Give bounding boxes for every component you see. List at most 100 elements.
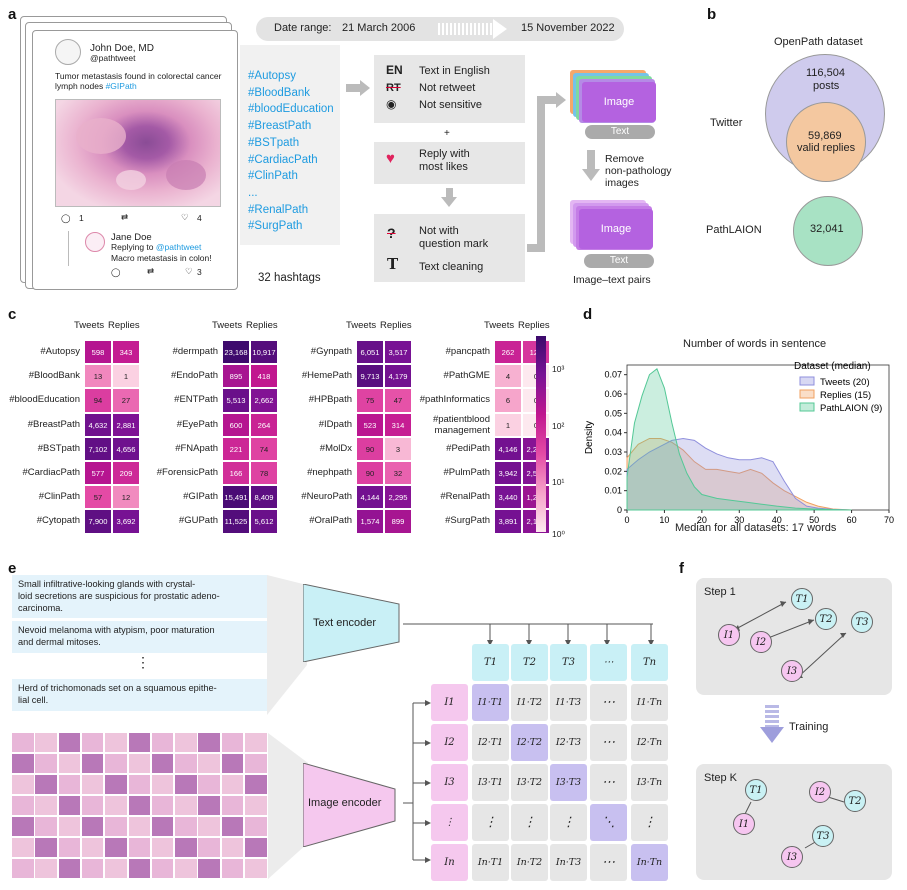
hashtag[interactable]: #BreastPath — [248, 120, 312, 133]
similarity-cell: I1·Tn — [631, 684, 668, 721]
chart-xlabel: Median for all datasets: 17 words — [675, 522, 837, 534]
similarity-cell: I2·T2 — [511, 724, 548, 761]
heatmap-col-replies: Replies — [108, 320, 140, 331]
histology-tile — [12, 754, 34, 773]
heatmap-cell: 264 — [250, 412, 278, 437]
histology-tile — [105, 733, 127, 752]
similarity-cell: I1·T3 — [550, 684, 587, 721]
similarity-cell: In·Tn — [631, 844, 668, 881]
similarity-cell: ⋯ — [590, 684, 627, 721]
histology-tile — [81, 754, 104, 773]
histology-tile — [221, 775, 244, 794]
histology-tile — [35, 817, 57, 836]
heatmap-cell: 577 — [84, 461, 112, 486]
histology-tile — [245, 838, 267, 857]
heatmap-col-replies: Replies — [518, 320, 550, 331]
like-icon[interactable]: ♡ — [181, 212, 189, 222]
arrow-down-head-icon — [441, 197, 457, 207]
similarity-cell: I3·T2 — [511, 764, 548, 801]
similarity-cell: ⋮ — [511, 804, 548, 841]
retweet-icon[interactable]: ⇄ — [121, 212, 129, 222]
histology-tile — [12, 817, 34, 836]
histology-tile — [58, 859, 81, 878]
similarity-cell: In·T2 — [511, 844, 548, 881]
heatmap-cell: 57 — [84, 485, 112, 510]
colorbar-tick: 10⁰ — [552, 529, 565, 539]
heatmap-row-label: #BloodBank — [28, 370, 80, 382]
text-funnel — [267, 575, 307, 715]
heatmap-row-label: #ForensicPath — [156, 467, 218, 478]
avatar — [55, 39, 81, 65]
image-tile: Image — [582, 82, 656, 122]
heatmap-cell: 1 — [112, 364, 140, 389]
heatmap-row-label: #nephpath — [307, 467, 352, 478]
similarity-cell: I1·T1 — [472, 684, 509, 721]
histology-tile — [12, 838, 34, 857]
pathlaion-number: 32,041 — [810, 223, 844, 235]
tweet-user: John Doe, MD — [90, 43, 154, 54]
image-stack-filtered: Image Text — [570, 200, 660, 270]
heatmap-col-tweets: Tweets — [484, 320, 515, 331]
cleaning-box: ? Not with question mark T Text cleaning — [374, 214, 525, 282]
histology-tile — [128, 733, 150, 752]
heatmap-cell: 4,632 — [84, 412, 112, 437]
hashtag[interactable]: #bloodEducation — [248, 103, 334, 116]
hashtag[interactable]: #RenalPath — [248, 203, 309, 216]
histology-image — [55, 99, 221, 207]
histology-tile — [35, 838, 57, 857]
image-funnel — [268, 733, 308, 879]
pathlaion-circle — [793, 196, 863, 266]
heatmap-cell: 11,525 — [222, 509, 250, 534]
histology-tile — [198, 754, 220, 773]
x-tick-label: 20 — [697, 515, 707, 525]
node-i1: I1 — [733, 813, 755, 835]
legend-label: Tweets (20) — [820, 377, 870, 388]
histology-tile — [58, 754, 81, 773]
heatmap-row-label: #Autopsy — [40, 346, 80, 357]
reply-retweet-icon[interactable]: ⇄ — [147, 266, 155, 276]
filter-retweet: Not retweet — [419, 82, 476, 94]
reply-icon[interactable]: ◯ — [61, 213, 71, 223]
legend-swatch — [799, 376, 815, 386]
histology-tile — [35, 859, 57, 878]
heatmap-row-label: #FNApath — [175, 442, 218, 454]
heatmap-cell: 47 — [384, 388, 412, 413]
legend-title: Dataset (median) — [794, 361, 871, 372]
node-t3: T3 — [851, 611, 873, 633]
hashtag[interactable]: #SurgPath — [248, 220, 303, 233]
heatmap-row-label: #PediPath — [446, 442, 490, 454]
y-tick-label: 0.05 — [604, 408, 622, 418]
hashtag[interactable]: #CardiacPath — [248, 153, 318, 166]
panel-label-f: f — [679, 560, 684, 577]
heatmap-cell: 3,942 — [494, 461, 522, 486]
reply-like-icon[interactable]: ♡ — [185, 266, 193, 276]
heatmap-cell: 2,295 — [384, 485, 412, 510]
thread-line — [68, 231, 69, 266]
histology-tile — [81, 796, 104, 815]
hashtag[interactable]: #Autopsy — [248, 70, 296, 82]
density-area-0 — [626, 437, 852, 511]
hashtag[interactable]: #BloodBank — [248, 86, 311, 99]
arrow-head-icon — [360, 80, 370, 96]
similarity-cell: ⋮ — [472, 804, 509, 841]
heatmap-cell: 90 — [356, 436, 384, 461]
heatmap-col-replies: Replies — [380, 320, 412, 331]
hashtag[interactable]: #BSTpath — [248, 136, 300, 149]
heatmap-row-label: #dermpath — [172, 346, 218, 357]
histology-tile — [221, 859, 244, 878]
arrow-right-icon — [346, 84, 362, 92]
text-encoder-shape — [303, 584, 400, 662]
filter-sensitive: Not sensitive — [419, 99, 482, 111]
reply-reply-icon[interactable]: ◯ — [111, 267, 121, 277]
connector-line — [537, 100, 545, 252]
hashtag[interactable]: #ClinPath — [248, 170, 298, 183]
legend-label: PathLAION (9) — [820, 403, 882, 414]
tweet-card: John Doe, MD @pathtweet Tumor metastasis… — [32, 30, 238, 290]
training-label: Training — [789, 721, 829, 733]
histology-tile — [12, 733, 34, 752]
heatmap-row-label: #IDpath — [318, 418, 352, 430]
heatmap-row-label: #BreastPath — [27, 418, 80, 430]
similarity-cell: ⋯ — [590, 724, 627, 761]
histology-tile — [175, 754, 197, 773]
histology-tile — [221, 796, 244, 815]
